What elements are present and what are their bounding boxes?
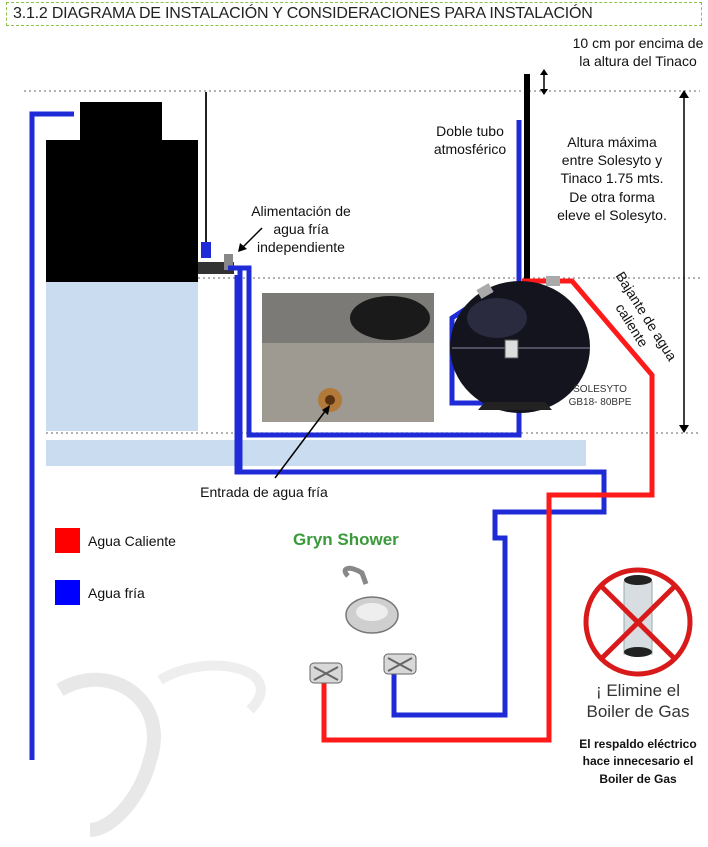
no-gas-boiler-icon [583, 567, 693, 677]
legend-cold-swatch [55, 580, 80, 605]
valve-icon [201, 242, 211, 258]
boiler-headline: ¡ Elimine el Boiler de Gas [586, 681, 690, 722]
label-cold-feed: Alimentación de agua fría independiente [251, 203, 351, 256]
floor-slab [46, 440, 586, 466]
tinaco-base [46, 281, 198, 431]
cold-shower-pipe [234, 275, 607, 718]
legend-hot-label: Agua Caliente [88, 532, 176, 549]
heater-model: SOLESYTO GB18- 80BPE [568, 384, 632, 408]
faucet-handle-icon [309, 653, 417, 684]
hot-water-pipe [321, 278, 655, 743]
label-ten-cm: 10 cm por encima de la altura del Tinaco [572, 35, 704, 70]
legend-hot-swatch [55, 528, 80, 553]
label-double-tube: Doble tubo atmosférico [433, 123, 507, 158]
tinaco-cap [80, 102, 162, 142]
boiler-note: El respaldo eléctrico hace innecesario e… [579, 737, 697, 786]
tinaco-body [46, 140, 198, 282]
shower-head-icon [342, 565, 399, 634]
page-title: 3.1.2 DIAGRAMA DE INSTALACIÓN Y CONSIDER… [6, 2, 702, 26]
cold-supply-pipe [29, 111, 74, 760]
legend-cold: Agua fría [55, 580, 145, 605]
label-max-height: Altura máxima entre Solesyto y Tinaco 1.… [557, 134, 667, 223]
label-cold-inlet: Entrada de agua fría [200, 484, 328, 500]
legend-hot: Agua Caliente [55, 528, 176, 553]
brand-logo: Gryn Shower [293, 530, 399, 549]
watermark [56, 672, 161, 837]
legend-cold-label: Agua fría [88, 584, 145, 601]
